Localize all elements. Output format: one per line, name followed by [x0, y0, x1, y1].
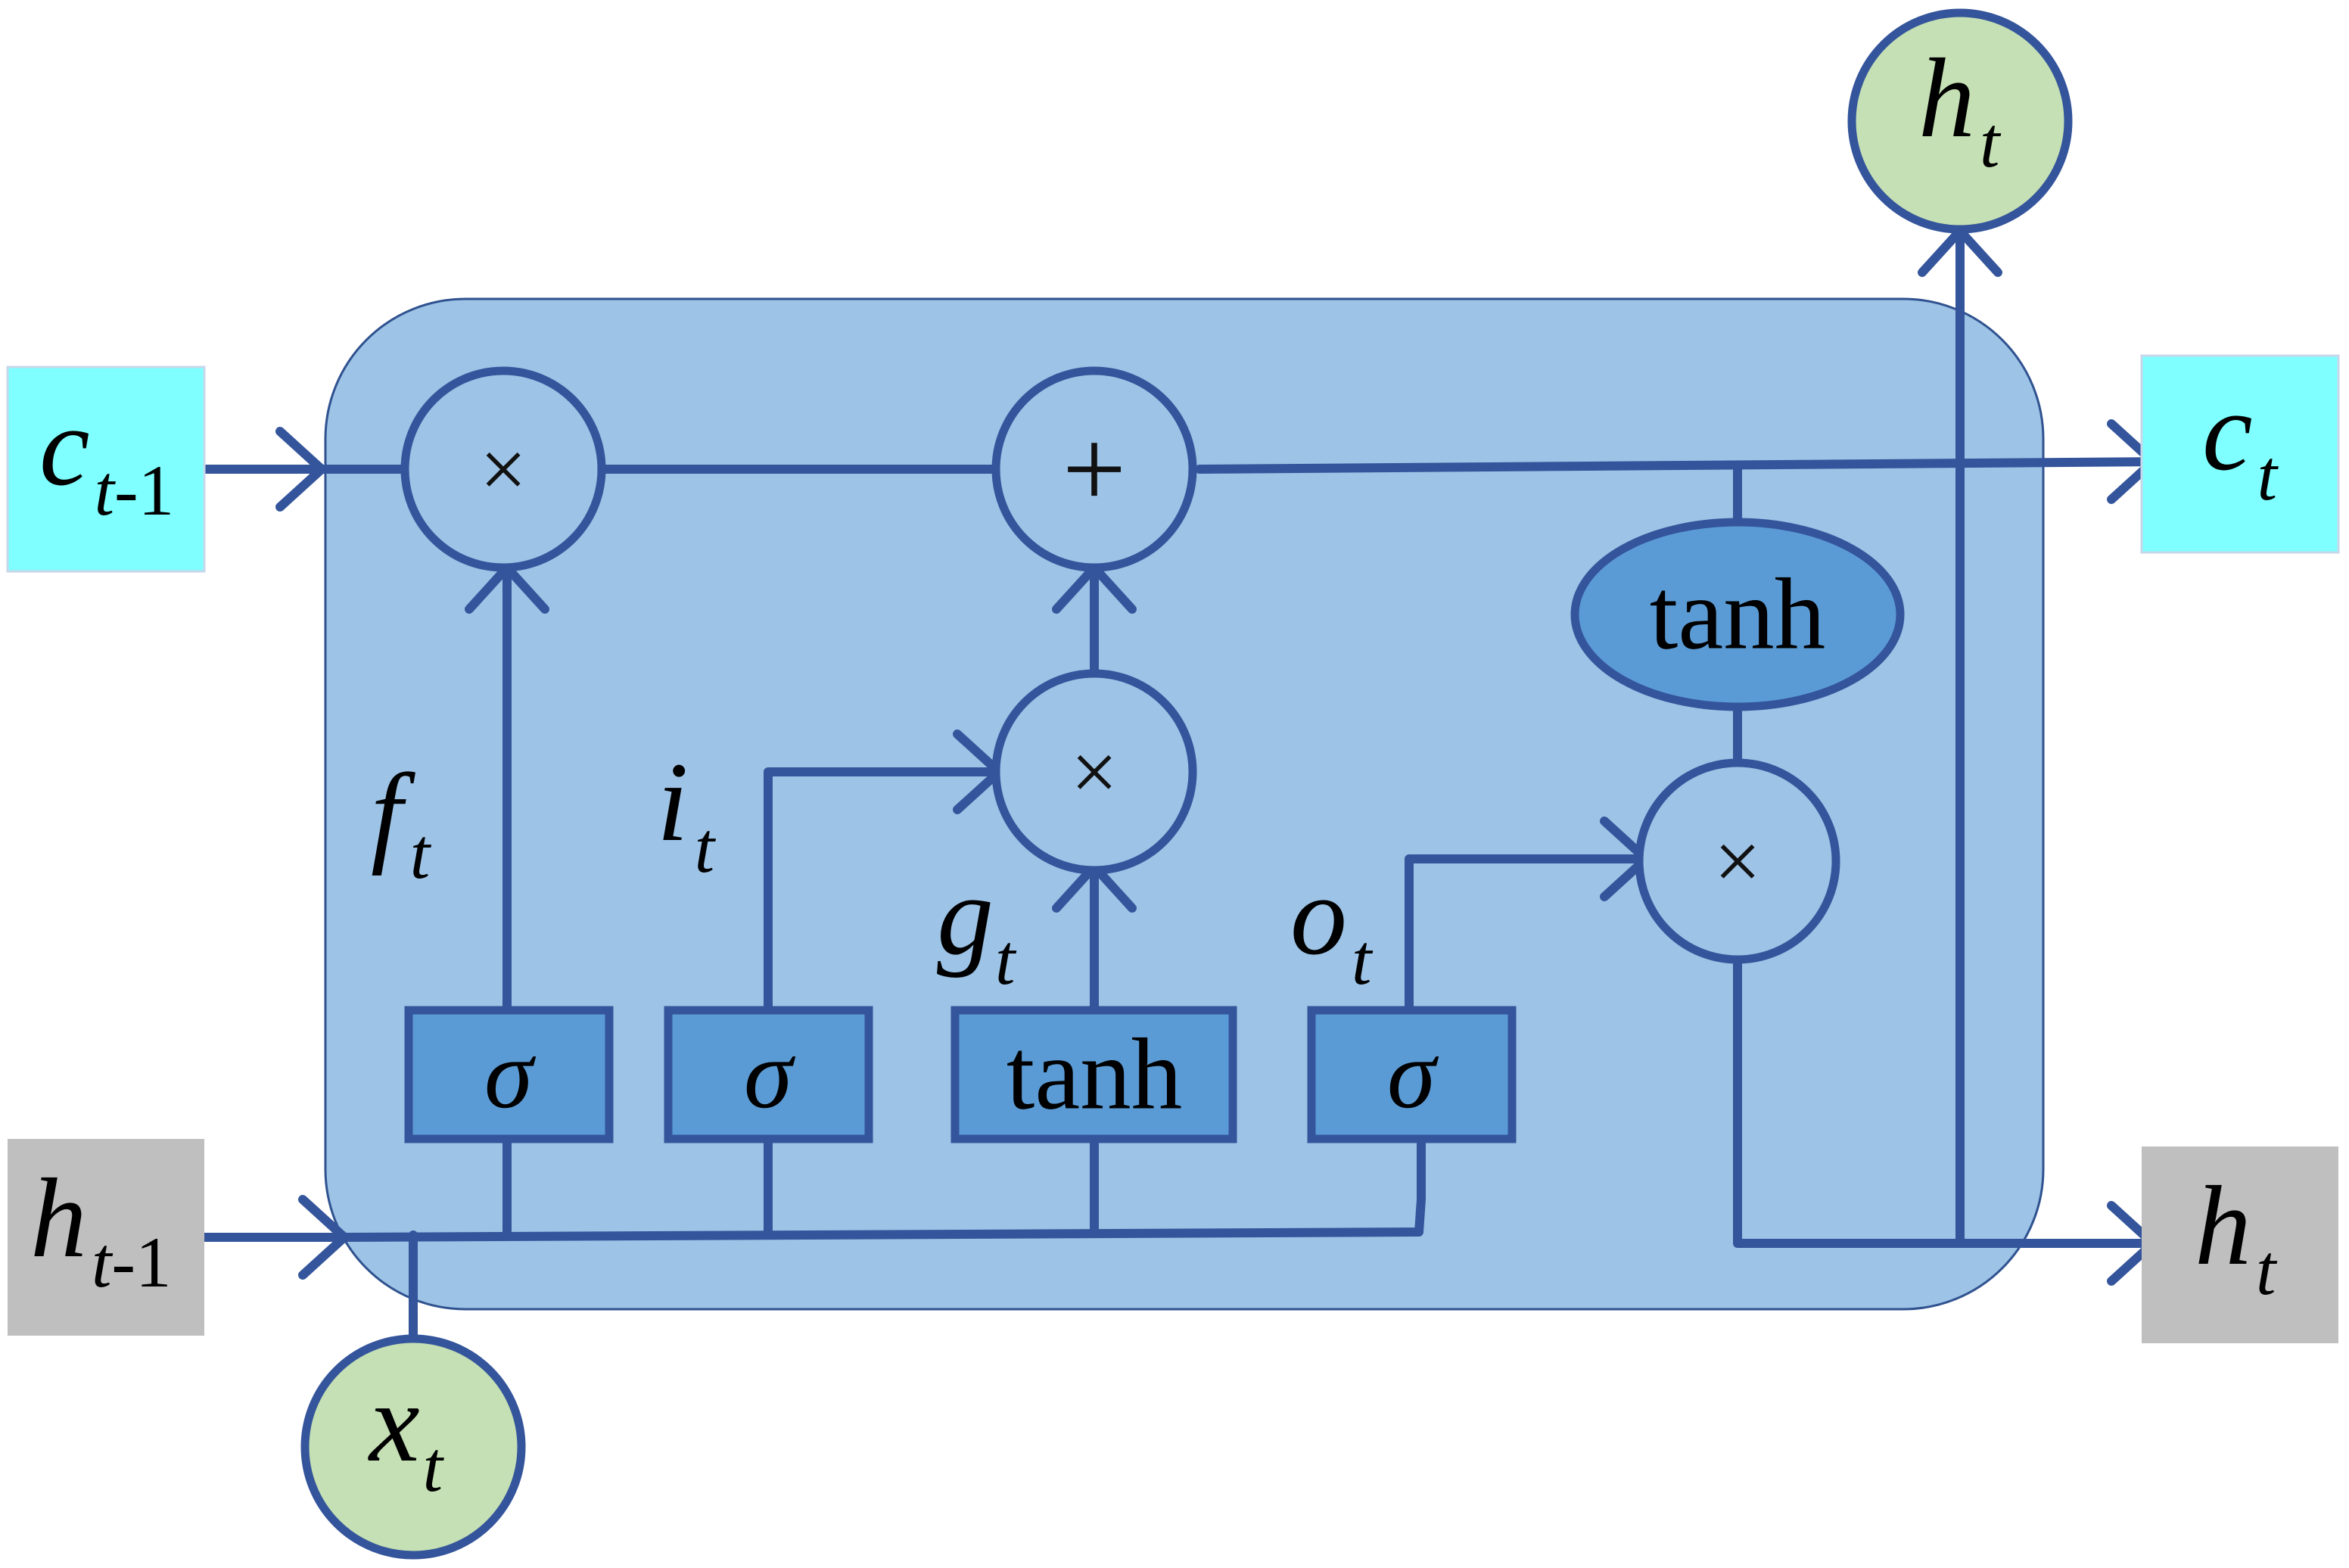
hidden-state-top-output: ht: [1847, 8, 2073, 234]
hidden-state-output-sub: t: [2256, 1230, 2278, 1310]
cell-state-input: ct-1: [6, 366, 206, 573]
candidate-gate-label: gt: [937, 853, 1017, 1000]
forget-multiply-node: ×: [400, 366, 606, 572]
cell-state-line-out: [1195, 457, 2169, 474]
hidden-state-input-sub: t: [92, 1222, 114, 1302]
forget-gate-box: [404, 1006, 614, 1143]
forget-multiply-circle: [400, 366, 606, 572]
arrow-cell-in: [275, 427, 326, 512]
hidden-state-input-main: h: [30, 1156, 87, 1281]
forget-gate-symbol: σ: [484, 1020, 537, 1129]
hidden-state-input: ht-1: [8, 1139, 204, 1336]
candidate-gate: tanh: [950, 1006, 1237, 1143]
cell-add-node: +: [991, 366, 1197, 572]
input-multiply-circle: [991, 669, 1197, 875]
candidate-gate-label-main: g: [937, 853, 994, 978]
cell-state-input-suffix: -1: [114, 450, 174, 530]
x-input-main: x: [368, 1360, 420, 1486]
hidden-state-output-label: ht: [2195, 1163, 2278, 1310]
output-multiply-node: ×: [1635, 758, 1840, 964]
candidate-gate-box: [950, 1006, 1237, 1143]
hidden-state-input-box: [8, 1139, 204, 1336]
input-gate-label: it: [657, 739, 717, 888]
x-input-label: xt: [368, 1360, 445, 1507]
output-gate-box: [1307, 1006, 1517, 1143]
cell-state-input-main: c: [39, 384, 90, 509]
input-bus-line: [344, 1131, 1426, 1242]
forget-multiply-symbol: ×: [480, 423, 527, 515]
hidden-state-input-label: ht-1: [30, 1156, 172, 1302]
cell-state-output-main: c: [2202, 369, 2253, 494]
connections: [196, 230, 2169, 1348]
forget-gate-label-sub: t: [410, 814, 432, 894]
cell-tanh-label: tanh: [1650, 558, 1825, 671]
arrow-hidden-in: [298, 1195, 349, 1280]
output-multiply-circle: [1635, 758, 1840, 964]
hidden-state-output-main: h: [2195, 1163, 2251, 1289]
cell-state-input-sub: t: [95, 450, 117, 530]
hidden-state-top-sub: t: [1980, 102, 2002, 182]
hidden-state-input-suffix: -1: [111, 1222, 171, 1302]
hidden-state-top-label: ht: [1918, 36, 2002, 182]
x-input-circle: [300, 1334, 526, 1560]
input-multiply-symbol: ×: [1071, 726, 1118, 818]
cell-state-output-sub: t: [2257, 435, 2279, 515]
cell-add-circle: [991, 366, 1197, 572]
output-gate-line: [1405, 854, 1651, 1015]
hidden-state-top-main: h: [1918, 36, 1975, 161]
output-gate: σ: [1307, 1006, 1517, 1143]
input-gate-symbol: σ: [744, 1020, 796, 1129]
output-gate-symbol: σ: [1387, 1020, 1439, 1129]
forget-gate: σ: [404, 1006, 614, 1143]
hidden-state-top-circle: [1847, 8, 2073, 234]
input-gate-label-main: i: [657, 739, 689, 865]
x-input: xt: [300, 1334, 526, 1560]
input-gate-box: [664, 1006, 873, 1143]
output-gate-label-sub: t: [1352, 919, 1374, 1000]
cell-state-output-box: [2140, 354, 2340, 554]
hidden-state-output-box: [2142, 1146, 2338, 1343]
cell-state-output: ct: [2140, 354, 2340, 554]
input-gate-label-sub: t: [695, 807, 717, 888]
hidden-output-line: [1733, 953, 2169, 1248]
candidate-gate-symbol: tanh: [1006, 1019, 1182, 1131]
input-gate-line: [764, 767, 1003, 1015]
cell-tanh-node: tanh: [1570, 518, 1905, 711]
output-gate-label: ot: [1290, 853, 1374, 1000]
cell-state-input-box: [6, 366, 206, 573]
candidate-gate-label-sub: t: [995, 919, 1017, 1000]
cell-tanh-ellipse: [1570, 518, 1905, 711]
cell-state-output-label: ct: [2202, 369, 2279, 515]
cell-add-symbol: +: [1062, 406, 1127, 532]
output-multiply-symbol: ×: [1714, 815, 1761, 907]
hidden-state-output: ht: [2142, 1146, 2338, 1343]
x-input-sub: t: [423, 1426, 445, 1507]
input-multiply-node: ×: [991, 669, 1197, 875]
cell-state-input-label: ct-1: [39, 384, 174, 530]
output-gate-label-main: o: [1290, 853, 1347, 978]
input-gate: σ: [664, 1006, 873, 1143]
